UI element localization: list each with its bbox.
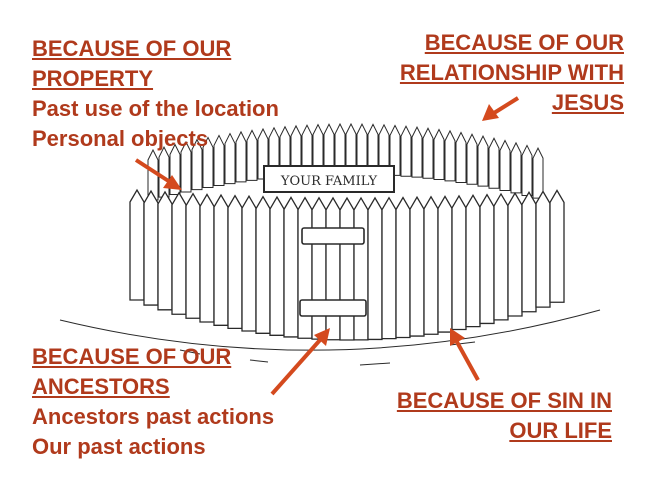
fence-back-post: [400, 125, 412, 177]
fence-post: [465, 194, 481, 328]
fence-post: [143, 189, 159, 306]
label-sin: BECAUSE OF SIN IN OUR LIFE: [397, 386, 612, 446]
label-ancestors-heading-2: ANCESTORS: [32, 374, 170, 399]
label-property-heading-1: BECAUSE OF OUR: [32, 36, 232, 61]
fence-back-post: [191, 138, 203, 191]
fence-post: [437, 195, 453, 333]
fence-back-post: [521, 144, 533, 196]
label-property-point-1: Past use of the location: [32, 96, 279, 121]
family-sign-text: YOUR FAMILY: [280, 174, 378, 189]
fence-post: [241, 194, 257, 332]
label-ancestors-point-2: Our past actions: [32, 434, 206, 459]
label-sin-heading-2: OUR LIFE: [509, 418, 612, 443]
fence-post: [213, 193, 229, 326]
fence-back-post: [455, 131, 467, 183]
fence-post: [185, 192, 201, 319]
fence-post: [269, 195, 285, 336]
fence-back-post: [488, 137, 500, 189]
fence-back-post: [411, 126, 423, 178]
fence-back-post: [246, 129, 258, 181]
fence-gate: [299, 227, 367, 317]
fence-back-post: [202, 136, 214, 188]
label-ancestors-point-1: Ancestors past actions: [32, 404, 275, 429]
label-property-heading-2: PROPERTY: [32, 66, 154, 91]
fence-post: [395, 196, 411, 339]
fence-post: [297, 196, 313, 339]
fence-back-post: [477, 135, 489, 187]
fence-post: [535, 190, 551, 308]
label-ancestors-heading-1: BECAUSE OF OUR: [32, 344, 232, 369]
label-property: BECAUSE OF OUR PROPERTY Past use of the …: [32, 34, 279, 154]
fence-back-post: [433, 128, 445, 180]
label-ancestors: BECAUSE OF OUR ANCESTORS Ancestors past …: [32, 342, 274, 462]
fence-back-post: [235, 130, 247, 183]
fence-post: [549, 189, 565, 303]
family-sign: YOUR FAMILY: [263, 165, 395, 193]
fence-back-post: [422, 127, 434, 179]
fence-post: [255, 195, 271, 334]
fence-post: [311, 196, 327, 340]
fence-post: [325, 196, 341, 341]
fence-post: [171, 191, 187, 315]
label-sin-heading-1: BECAUSE OF SIN IN: [396, 388, 612, 413]
fence-post: [409, 195, 425, 337]
label-relationship-heading-2: RELATIONSHIP WITH: [399, 60, 624, 85]
fence-post: [479, 193, 495, 325]
fence-back-post: [466, 133, 478, 185]
fence-post: [423, 195, 439, 335]
fence-post: [339, 196, 355, 341]
fence-back-post: [147, 148, 159, 201]
fence-post: [157, 190, 173, 311]
fence-post: [451, 194, 467, 331]
fence-post: [367, 196, 383, 341]
fence-post: [353, 196, 369, 341]
fence-back-post: [158, 146, 170, 198]
fence-back-post: [213, 134, 225, 186]
label-relationship-heading-3: JESUS: [551, 90, 624, 115]
fence-post: [521, 191, 537, 313]
fence-back-post: [444, 129, 456, 182]
arrow-ancestors: [270, 328, 330, 396]
fence-back-post: [499, 139, 511, 191]
fence-back-post: [224, 132, 236, 185]
arrow-sin: [450, 328, 480, 381]
arrow-property: [134, 158, 182, 190]
fence-post: [507, 191, 523, 317]
fence-post: [381, 196, 397, 340]
label-relationship: BECAUSE OF OUR RELATIONSHIP WITH JESUS: [400, 28, 624, 118]
fence-post: [493, 192, 509, 321]
fence-back-post: [532, 147, 544, 199]
label-relationship-heading-1: BECAUSE OF OUR: [424, 30, 624, 55]
label-property-point-2: Personal objects: [32, 126, 209, 151]
arrow-relationship: [482, 96, 520, 121]
fence-post: [129, 188, 145, 301]
fence-post: [283, 196, 299, 338]
fence-back-post: [180, 140, 192, 193]
fence-back-post: [510, 141, 522, 194]
fence-post: [199, 193, 215, 323]
fence-post: [227, 194, 243, 329]
ground: [59, 309, 601, 366]
